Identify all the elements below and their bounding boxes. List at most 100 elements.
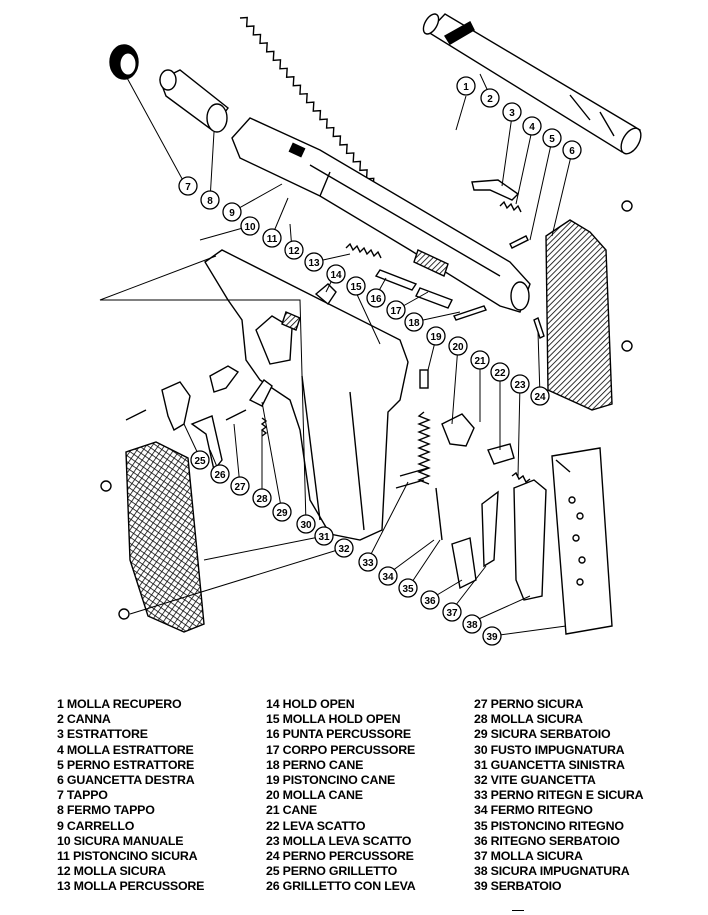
callout-2: 2 bbox=[480, 88, 500, 108]
svg-text:23: 23 bbox=[514, 380, 526, 391]
svg-text:13: 13 bbox=[308, 258, 320, 269]
svg-text:22: 22 bbox=[494, 368, 506, 379]
legend-column-2: 14 HOLD OPEN 15 MOLLA HOLD OPEN 16 PUNTA… bbox=[266, 697, 416, 894]
callout-24: 24 bbox=[530, 386, 550, 406]
callout-36: 36 bbox=[420, 590, 440, 610]
callout-31: 31 bbox=[314, 526, 334, 546]
callout-33: 33 bbox=[358, 552, 378, 572]
svg-text:21: 21 bbox=[474, 356, 486, 367]
legend-item: 16 PUNTA PERCUSSORE bbox=[266, 727, 411, 742]
hold-open bbox=[314, 283, 337, 306]
legend-item: 34 FERMO RITEGNO bbox=[474, 803, 593, 818]
legend-item: 7 TAPPO bbox=[57, 788, 108, 803]
safety-pin bbox=[225, 409, 247, 421]
callout-38: 38 bbox=[462, 614, 482, 634]
svg-text:19: 19 bbox=[430, 332, 442, 343]
legend-item: 3 ESTRATTORE bbox=[57, 727, 148, 742]
legend-item: 4 MOLLA ESTRATTORE bbox=[57, 742, 194, 757]
legend-item: 37 MOLLA SICURA bbox=[474, 848, 583, 863]
callout-23: 23 bbox=[510, 374, 530, 394]
left-grip bbox=[125, 441, 205, 633]
magazine-catch bbox=[451, 537, 477, 590]
legend-item: 22 LEVA SCATTO bbox=[266, 818, 366, 833]
slide bbox=[231, 117, 531, 313]
callout-6: 6 bbox=[562, 140, 582, 160]
svg-text:26: 26 bbox=[214, 470, 226, 481]
callout-28: 28 bbox=[252, 488, 272, 508]
callout-3: 3 bbox=[502, 102, 522, 122]
callout-1: 1 bbox=[456, 76, 476, 96]
frame bbox=[204, 249, 409, 541]
svg-text:27: 27 bbox=[234, 482, 246, 493]
svg-text:20: 20 bbox=[452, 342, 464, 353]
svg-text:3: 3 bbox=[509, 108, 515, 119]
svg-text:15: 15 bbox=[350, 282, 362, 293]
callout-29: 29 bbox=[272, 502, 292, 522]
magazine-safety bbox=[248, 379, 273, 407]
legend-item: 19 PISTONCINO CANE bbox=[266, 772, 396, 787]
legend-item: 20 MOLLA CANE bbox=[266, 788, 363, 803]
callout-8: 8 bbox=[200, 190, 220, 210]
callout-30: 30 bbox=[296, 514, 316, 534]
svg-text:10: 10 bbox=[244, 222, 256, 233]
svg-text:17: 17 bbox=[390, 306, 402, 317]
trigger-pin bbox=[125, 409, 147, 421]
legend-item: 12 MOLLA SICURA bbox=[57, 864, 166, 879]
callout-14: 14 bbox=[326, 264, 346, 284]
svg-text:30: 30 bbox=[300, 520, 312, 531]
legend-item: 33 PERNO RITEGN E SICURA bbox=[474, 788, 644, 803]
trigger-bar bbox=[487, 443, 515, 465]
legend-column-3: 27 PERNO SICURA 28 MOLLA SICURA 29 SICUR… bbox=[474, 697, 644, 894]
legend-item: 39 SERBATOIO bbox=[474, 879, 562, 894]
svg-text:6: 6 bbox=[569, 146, 575, 157]
callout-26: 26 bbox=[210, 464, 230, 484]
callout-17: 17 bbox=[386, 300, 406, 320]
grip-screw-right bbox=[621, 200, 633, 352]
safety-spring-2 bbox=[260, 417, 268, 437]
callout-34: 34 bbox=[378, 566, 398, 586]
extractor-spring bbox=[499, 200, 522, 213]
svg-text:1: 1 bbox=[463, 82, 469, 93]
legend-column-1: 1 MOLLA RECUPERO 2 CANNA 3 ESTRATTORE 4 … bbox=[57, 697, 204, 894]
callout-20: 20 bbox=[448, 336, 468, 356]
legend-item: 36 RITEGNO SERBATOIO bbox=[474, 833, 620, 848]
legend-item: 30 FUSTO IMPUGNATURA bbox=[474, 742, 625, 757]
legend-item: 26 GRILLETTO CON LEVA bbox=[266, 879, 416, 894]
legend-item: 14 HOLD OPEN bbox=[266, 697, 355, 711]
callout-21: 21 bbox=[470, 350, 490, 370]
svg-text:32: 32 bbox=[338, 544, 350, 555]
legend-item: 13 MOLLA PERCUSSORE bbox=[57, 879, 205, 894]
legend-item: 35 PISTONCINO RITEGNO bbox=[474, 818, 624, 833]
cap-retainer bbox=[159, 69, 229, 133]
callout-10: 10 bbox=[240, 216, 260, 236]
grip-screw bbox=[100, 480, 130, 620]
legend-item: 2 CANNA bbox=[57, 712, 111, 727]
svg-text:7: 7 bbox=[185, 182, 191, 193]
legend-item: 18 PERNO CANE bbox=[266, 757, 364, 772]
callout-18: 18 bbox=[404, 312, 424, 332]
catch-and-safety-pin bbox=[395, 467, 429, 489]
legend-item: 10 SICURA MANUALE bbox=[57, 833, 184, 848]
right-grip bbox=[545, 219, 613, 411]
callout-35: 35 bbox=[398, 578, 418, 598]
legend-item: 38 SICURA IMPUGNATURA bbox=[474, 864, 630, 879]
barrel bbox=[422, 13, 642, 155]
svg-text:24: 24 bbox=[534, 392, 546, 403]
svg-text:5: 5 bbox=[549, 134, 555, 145]
legend-item: 5 PERNO ESTRATTORE bbox=[57, 757, 195, 772]
callout-39: 39 bbox=[482, 626, 502, 646]
extractor bbox=[471, 179, 520, 201]
exploded-view-diagram: 1 2 3 4 5 6 7 8 9 10 11 12 13 14 15 16 1… bbox=[99, 13, 642, 646]
callout-5: 5 bbox=[542, 128, 562, 148]
callout-15: 15 bbox=[346, 276, 366, 296]
svg-text:28: 28 bbox=[256, 494, 268, 505]
legend-item: 27 PERNO SICURA bbox=[474, 697, 584, 711]
callout-27: 27 bbox=[230, 476, 250, 496]
magazine bbox=[551, 447, 613, 635]
firing-pin-retainer bbox=[533, 317, 545, 339]
svg-text:9: 9 bbox=[229, 208, 235, 219]
legend-item: 29 SICURA SERBATOIO bbox=[474, 727, 611, 742]
legend-item: 8 FERMO TAPPO bbox=[57, 803, 155, 818]
svg-text:31: 31 bbox=[318, 532, 330, 543]
leader-lines bbox=[99, 73, 573, 637]
